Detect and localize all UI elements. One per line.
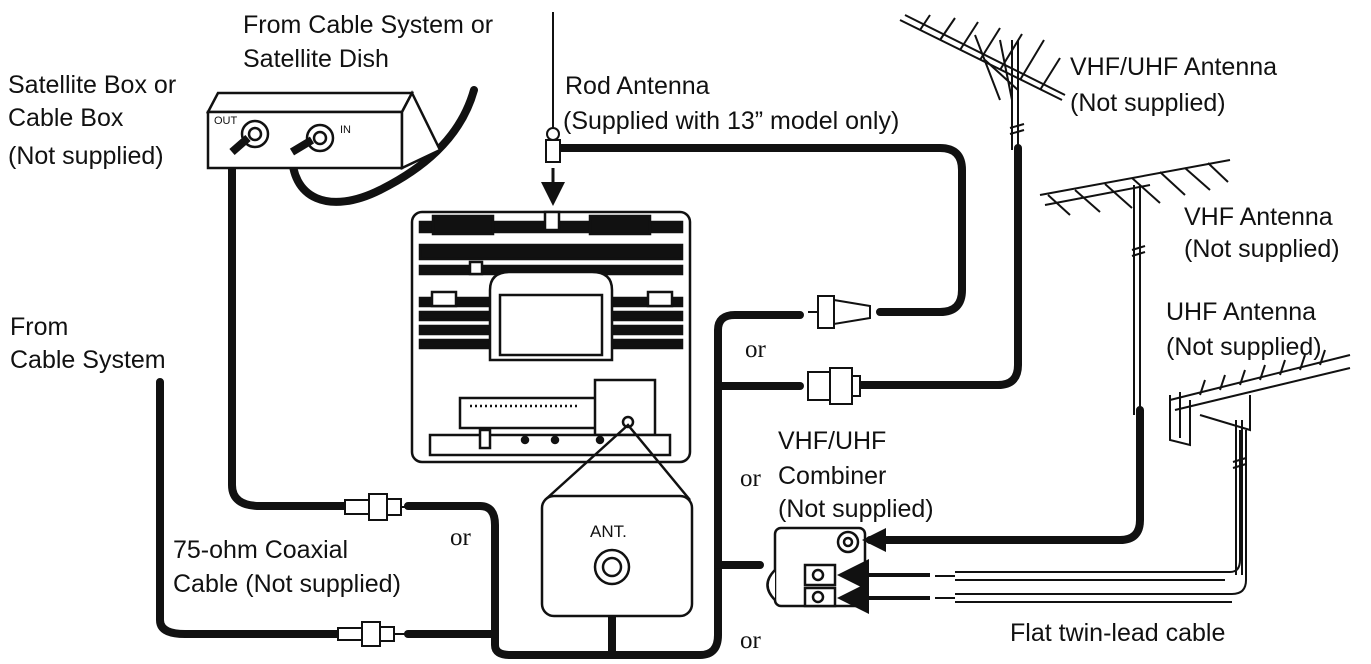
label-rod-antenna-line1: Rod Antenna <box>565 72 710 100</box>
label-satellite-box-line1: Satellite Box or <box>8 71 177 99</box>
vhf-antenna <box>1039 159 1231 415</box>
label-vhf-antenna-line2: (Not supplied) <box>1184 235 1340 263</box>
label-uhf-antenna-line1: UHF Antenna <box>1166 298 1317 326</box>
coax-connector-bottom <box>337 621 410 647</box>
label-twin-lead: Flat twin-lead cable <box>1010 619 1226 647</box>
label-satellite-box-line3: (Not supplied) <box>8 142 164 170</box>
coax-connector-top <box>344 493 410 521</box>
label-uhf-antenna-line2: (Not supplied) <box>1166 333 1322 361</box>
label-from-cable-system-line1: From <box>10 313 69 341</box>
cables <box>156 86 1144 659</box>
label-vhf-antenna-line1: VHF Antenna <box>1184 203 1333 231</box>
tv-rear <box>410 210 692 464</box>
label-coax-line1: 75-ohm Coaxial <box>173 536 349 564</box>
ant-jack-callout <box>540 423 694 618</box>
satellite-box <box>205 90 442 170</box>
balun-adapter <box>807 367 861 405</box>
or-label-4: or <box>740 627 761 654</box>
cable-bus-up <box>714 311 804 569</box>
label-from-cable-or-dish-line1: From Cable System or <box>243 11 494 39</box>
label-satellite-box-line2: Cable Box <box>8 104 124 132</box>
label-combiner-line2: Combiner <box>778 462 887 490</box>
uhf-antenna <box>1169 349 1351 575</box>
label-rod-antenna-line2: (Supplied with 13” model only) <box>563 107 900 135</box>
coax-connector-rod <box>808 295 871 329</box>
label-from-cable-or-dish-line2: Satellite Dish <box>243 45 389 73</box>
cable-dish-input <box>287 86 478 206</box>
cable-rod-antenna <box>556 144 966 316</box>
label-vhf-uhf-antenna-line2: (Not supplied) <box>1070 89 1226 117</box>
or-label-1: or <box>745 336 766 363</box>
break-marks <box>1009 123 1025 135</box>
cable-box-out <box>228 146 349 510</box>
label-vhf-uhf-antenna-line1: VHF/UHF Antenna <box>1070 53 1278 81</box>
label-combiner-line1: VHF/UHF <box>778 427 887 455</box>
or-label-3: or <box>450 524 471 551</box>
cable-uhf-to-combiner <box>866 406 1144 544</box>
vhf-uhf-antenna <box>899 14 1066 150</box>
cable-from-cable-system <box>156 378 342 638</box>
label-ant-jack: ANT. <box>590 522 627 541</box>
box-out-label: OUT <box>214 115 238 127</box>
label-coax-line2: Cable (Not supplied) <box>173 570 401 598</box>
twin-lead-cable <box>935 430 1247 603</box>
rod-antenna <box>545 12 561 163</box>
label-combiner-line3: (Not supplied) <box>778 495 934 523</box>
box-in-label: IN <box>340 124 351 136</box>
cable-vhf-uhf-antenna <box>856 144 1022 389</box>
label-from-cable-system-line2: Cable System <box>10 346 166 374</box>
vhf-uhf-combiner <box>766 526 867 608</box>
or-label-2: or <box>740 465 761 492</box>
